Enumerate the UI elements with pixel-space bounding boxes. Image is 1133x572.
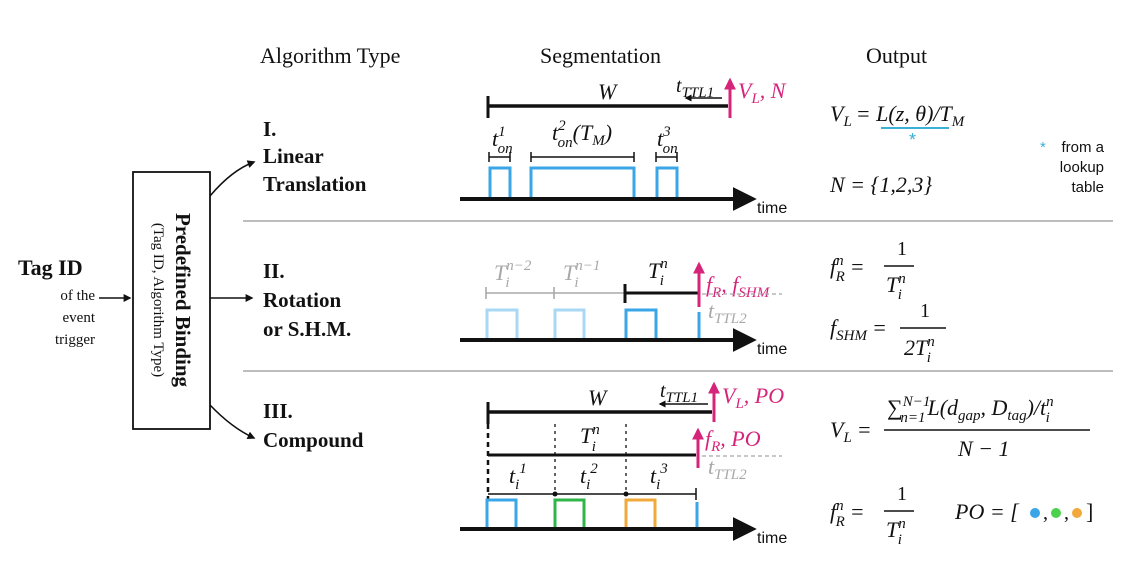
binding-title: Predefined Binding — [171, 213, 195, 388]
output-vl-formula: VL= L(z, θ)/TM — [830, 101, 966, 130]
po-close: ] — [1086, 499, 1093, 524]
po-sep1: , — [1043, 502, 1048, 524]
row1-line2: Translation — [263, 172, 367, 196]
output-compound-vl-den: N − 1 — [957, 436, 1010, 461]
row2-numeral: II. — [263, 259, 285, 283]
segment-3-label: ti3 — [650, 461, 668, 493]
time-label-compound: time — [757, 530, 787, 547]
predefined-binding-box — [132, 171, 211, 430]
note-line2: lookup — [1060, 159, 1104, 176]
lookup-star: * — [909, 130, 916, 150]
compound-pulse-3 — [624, 498, 657, 528]
note-line3: table — [1071, 179, 1104, 196]
compound-pulse-1 — [485, 498, 518, 528]
trigger-label: VL, N — [738, 78, 787, 107]
segment-1-label: ti1 — [509, 461, 527, 493]
po-sep2: , — [1064, 502, 1069, 524]
tag-id-line2: event — [63, 310, 96, 326]
faded-pulse-2 — [553, 308, 586, 339]
row-label-linear: I. Linear Translation — [263, 117, 367, 196]
compound-trigger2-label: fR, PO — [705, 426, 761, 455]
header-segmentation: Segmentation — [540, 43, 661, 68]
header-output: Output — [866, 43, 927, 68]
row1-numeral: I. — [263, 117, 276, 141]
row-label-rotation: II. Rotation or S.H.M. — [263, 259, 351, 341]
po-dot-green — [1051, 508, 1061, 518]
row-label-compound: III. Compound — [263, 399, 364, 452]
trigger-label-rotation: fR, fSHM — [706, 272, 771, 301]
row3-numeral: III. — [263, 399, 293, 423]
tag-id-line3: trigger — [55, 332, 95, 348]
output-n-formula: N = {1,2,3} — [829, 172, 932, 197]
compound-trigger1-label: VL, PO — [722, 383, 784, 412]
pulse-3 — [655, 166, 679, 198]
arrow-to-compound — [209, 404, 256, 439]
tag-id-line1: of the — [60, 288, 95, 304]
output-compound-vl-lhs: VL= — [830, 417, 872, 446]
pulse-1 — [488, 166, 512, 198]
compound-pulse-2 — [553, 498, 586, 528]
faded-pulse-1 — [485, 308, 519, 339]
row2-line1: Rotation — [263, 288, 341, 312]
window-label: W — [598, 79, 618, 104]
compound-window-label: W — [588, 385, 608, 410]
output-compound-fr-num: 1 — [897, 483, 907, 505]
output-fr-num: 1 — [897, 238, 907, 260]
output-po-lhs: PO = [ — [954, 499, 1020, 524]
pulse-2 — [529, 166, 636, 198]
segment-2-label: ti2 — [580, 461, 598, 493]
arrow-to-linear — [209, 160, 256, 197]
time-label: time — [757, 200, 787, 217]
output-linear: VL= L(z, θ)/TM * N = {1,2,3} * from a lo… — [829, 101, 1105, 197]
row1-line1: Linear — [263, 144, 324, 168]
time-label-rotation: time — [757, 341, 787, 358]
row3-line1: Compound — [263, 428, 364, 452]
output-fshm-lhs: fSHM= — [830, 315, 887, 344]
po-dot-blue — [1030, 508, 1040, 518]
tag-id-input-label: Tag ID of the event trigger — [18, 255, 96, 348]
output-fshm-num: 1 — [920, 300, 930, 322]
note-star: * — [1040, 139, 1046, 156]
header-algorithm-type: Algorithm Type — [260, 43, 400, 68]
ttl2-label-rotation: tTTL2 — [708, 298, 747, 327]
current-pulse — [624, 308, 658, 339]
po-dot-orange — [1072, 508, 1082, 518]
binding-subtitle: (Tag ID, Algorithm Type) — [150, 223, 166, 377]
ttl1-label: tTTL1 — [676, 75, 714, 101]
compound-ttl2-label: tTTL2 — [708, 454, 747, 483]
tag-id-label: Tag ID — [18, 255, 83, 280]
note-line1: from a — [1061, 139, 1104, 156]
row2-line2: or S.H.M. — [263, 317, 351, 341]
compound-ttl1-label: tTTL1 — [660, 380, 698, 406]
